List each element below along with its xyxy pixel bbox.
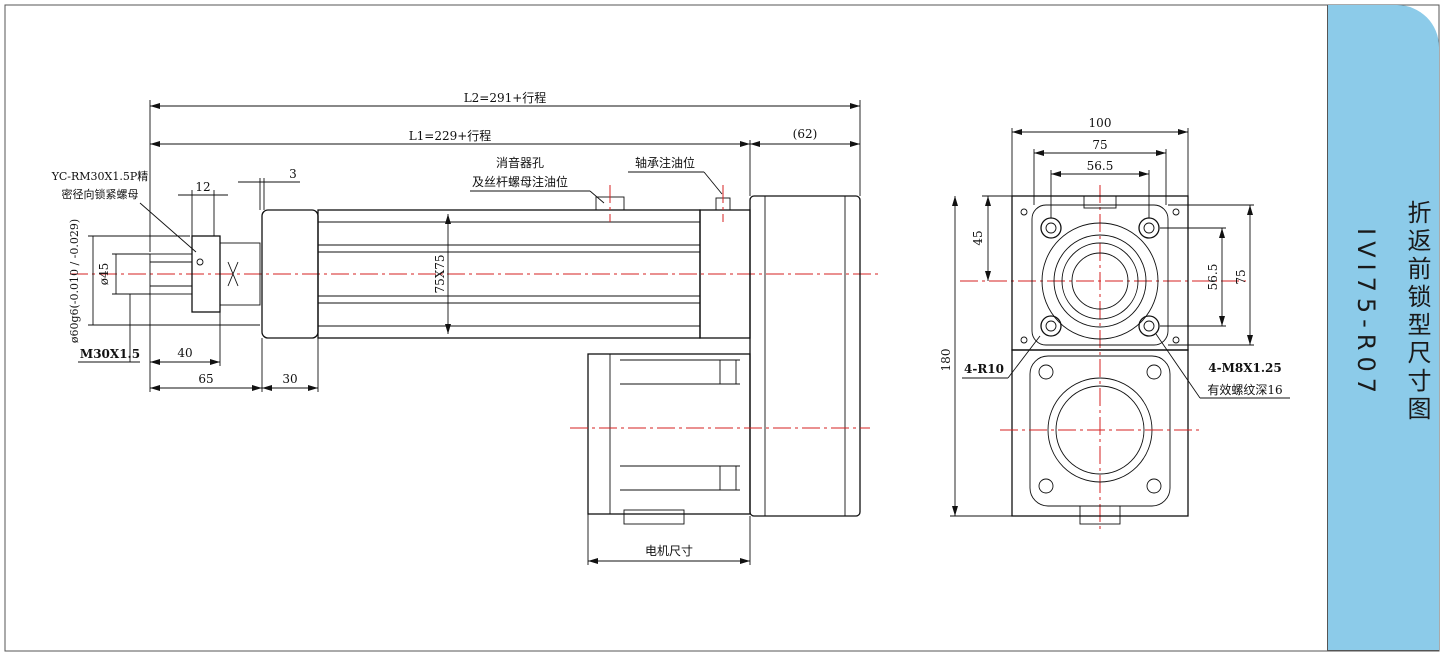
- muffler-note-line2: 及丝杆螺母注油位: [472, 174, 568, 189]
- dim-l2: L2=291+行程: [464, 90, 547, 105]
- dim-tolerance-dia: ø60g6(-0.010 / -0.029): [68, 219, 81, 343]
- dim-l1: L1=229+行程: [409, 128, 492, 143]
- dim-profile: 75X75: [433, 254, 447, 293]
- dim-motor-size: 电机尺寸: [645, 544, 693, 558]
- lock-nut-note-line1: YC-RM30X1.5P精: [51, 170, 148, 183]
- thread-spec: M30X1.5: [80, 347, 140, 361]
- dim-65: 65: [198, 372, 213, 386]
- m8-note-line1: 4-M8X1.25: [1208, 361, 1282, 375]
- dim-3: 3: [289, 167, 297, 181]
- rod-collar: [219, 242, 261, 306]
- folding-housing: [749, 195, 861, 517]
- dim-12: 12: [195, 180, 210, 194]
- dim-rear-75-vert: 75: [1234, 269, 1248, 284]
- rear-view: 100 75 56.5 45 56.5 75 180 4-R10 4-M8X1.: [939, 116, 1290, 530]
- lock-nut-note-line2: 密径向锁紧螺母: [62, 187, 139, 201]
- dim-dia45: ø45: [97, 263, 111, 286]
- dim-rear-75: 75: [1092, 138, 1107, 152]
- side-view: L2=291+行程 L1=229+行程 (62) 3 12 YC-RM30X1.…: [51, 90, 880, 565]
- dim-62: (62): [793, 127, 818, 141]
- motor: [587, 353, 751, 515]
- bearing-oil-note: 轴承注油位: [635, 155, 695, 170]
- dim-rear-56-5-vert: 56.5: [1206, 264, 1220, 291]
- m8-note-line2: 有效螺纹深16: [1207, 382, 1282, 397]
- dim-40: 40: [177, 346, 192, 360]
- dim-rear-45: 45: [971, 230, 985, 245]
- side-title-panel: [1327, 5, 1439, 651]
- model-number: IVI75-R07: [1352, 228, 1380, 399]
- dim-30: 30: [282, 372, 297, 386]
- dim-4-r10: 4-R10: [964, 362, 1004, 376]
- dim-rear-100: 100: [1089, 116, 1112, 130]
- dim-rear-56-5: 56.5: [1087, 159, 1114, 173]
- page-border: [4, 4, 1440, 652]
- muffler-note-line1: 消音器孔: [496, 155, 544, 170]
- rear-plate-lower: [1011, 349, 1189, 517]
- dim-rear-180: 180: [939, 349, 953, 372]
- drawing-title: 折返前锁型尺寸图: [1403, 200, 1431, 424]
